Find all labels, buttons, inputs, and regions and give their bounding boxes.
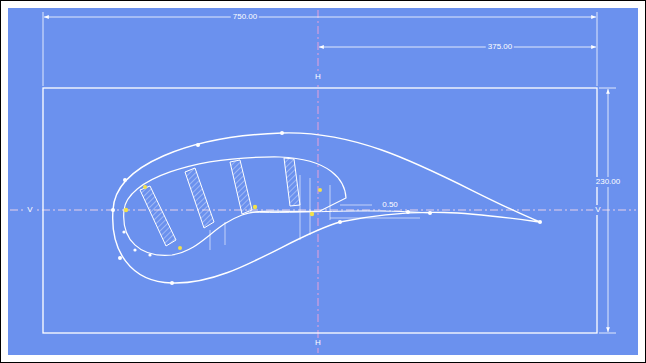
dimension-value: 375.00: [486, 42, 514, 52]
view-marker: H: [313, 72, 323, 82]
bounding-rectangle: [43, 88, 597, 333]
highlight-points: [124, 185, 322, 250]
sketch-points: [111, 131, 542, 285]
dimension-lines: [43, 12, 616, 333]
construction-marks: [210, 175, 420, 250]
dimension-value: 230.00: [594, 177, 622, 187]
vertical-centerline: [318, 10, 319, 353]
sketch-ground: [8, 8, 638, 355]
blade-profile: [113, 133, 540, 283]
view-marker: V: [593, 205, 602, 215]
dimension-value: 750.00: [231, 12, 259, 22]
ribs: [140, 158, 300, 246]
cooling-cavity: [124, 157, 346, 255]
view-marker: V: [25, 205, 34, 215]
dimension-value: 0.50: [380, 200, 400, 210]
view-marker: H: [313, 338, 323, 348]
camber-line: [250, 211, 430, 213]
